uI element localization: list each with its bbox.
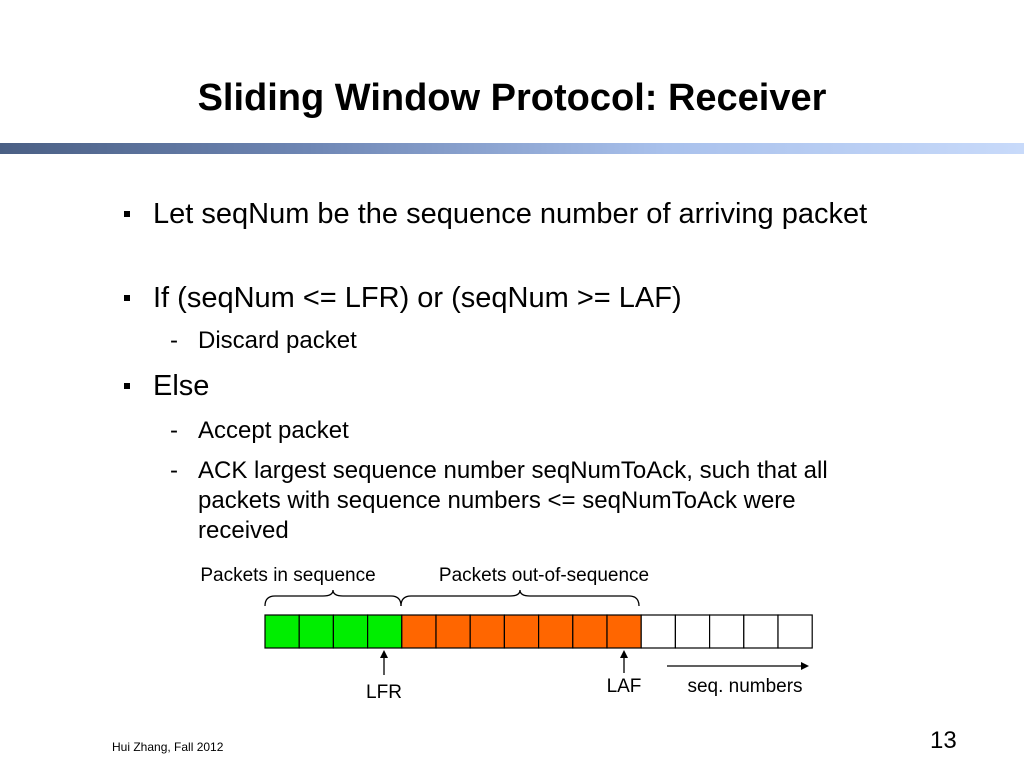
packet-cell-orange: [537, 614, 574, 649]
label-laf: LAF: [607, 676, 642, 697]
packet-cell-white: [743, 614, 779, 649]
packet-cell-green: [332, 614, 369, 649]
laf-arrowhead: [620, 650, 628, 658]
packet-cell-orange: [572, 614, 608, 649]
title-divider: [0, 143, 1024, 154]
packet-cells: [264, 614, 813, 649]
packet-cell-orange: [469, 614, 506, 649]
packet-cell-orange: [503, 614, 540, 649]
out-of-sequence-brace: [400, 589, 640, 607]
packet-cell-white: [777, 614, 813, 649]
seq-numbers-arrowhead: [801, 662, 809, 670]
footer-author: Hui Zhang, Fall 2012: [112, 740, 224, 754]
lfr-arrowhead: [380, 650, 388, 658]
slide-title: Sliding Window Protocol: Receiver: [197, 77, 827, 119]
in-sequence-brace: [264, 589, 402, 607]
label-lfr: LFR: [366, 682, 402, 703]
packet-cell-orange: [435, 614, 471, 649]
page-number: 13: [930, 727, 957, 754]
label-packets-out-of-sequence: Packets out-of-sequence: [439, 565, 649, 586]
packet-cell-white: [640, 614, 677, 649]
packet-cell-white: [674, 614, 711, 649]
packet-cell-orange: [401, 614, 437, 649]
packet-cell-green: [367, 614, 403, 649]
label-packets-in-sequence: Packets in sequence: [200, 565, 375, 586]
packet-cell-green: [298, 614, 335, 649]
label-seq-numbers: seq. numbers: [687, 676, 802, 697]
packet-cell-green: [264, 614, 300, 649]
packet-cell-orange: [606, 614, 642, 649]
packet-cell-white: [708, 614, 745, 649]
